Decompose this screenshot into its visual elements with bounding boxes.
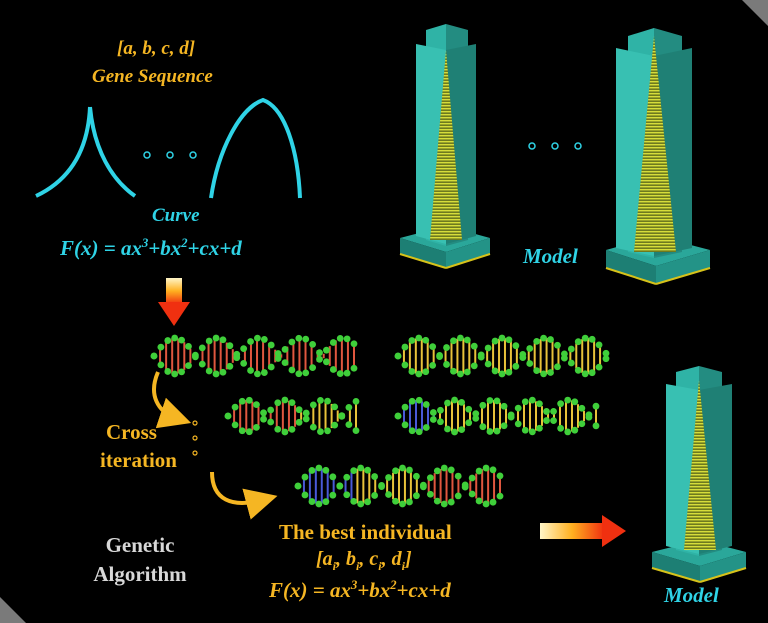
ellipsis-dots-curves <box>143 151 197 159</box>
gene-sequence-label: Gene Sequence <box>92 66 213 87</box>
curve-label: Curve <box>152 205 200 226</box>
model-label-top: Model <box>523 244 578 268</box>
curve-formula: F(x) = ax3+bx2+cx+d <box>60 236 242 260</box>
dna-helix-best <box>294 464 504 508</box>
arrow-down-icon <box>158 278 190 326</box>
dna-helix-4 <box>394 396 600 436</box>
cross-label: Cross <box>106 420 157 444</box>
curved-arrow-iteration-icon <box>210 471 278 520</box>
ellipsis-dots-iteration <box>192 420 198 456</box>
tower-model-1 <box>399 24 491 269</box>
dna-helix-1 <box>150 334 358 378</box>
dna-helix-2 <box>394 334 610 378</box>
best-vector-label: [ai, bi, ci, di] <box>316 548 412 573</box>
curved-arrow-cross-icon <box>152 371 192 429</box>
best-individual-label: The best individual <box>279 520 452 544</box>
corner-fold-top-right <box>742 0 768 26</box>
tower-model-result <box>651 366 747 583</box>
genetic-label: Genetic <box>105 533 175 557</box>
gene-vector-label: [a, b, c, d] <box>117 38 196 59</box>
algorithm-label: Algorithm <box>93 562 187 586</box>
iteration-label: iteration <box>100 448 177 472</box>
tower-model-2 <box>605 28 711 285</box>
ellipsis-dots-models <box>528 142 582 150</box>
corner-fold-bottom-left <box>0 597 26 623</box>
best-formula: F(x) = ax3+bx2+cx+d <box>269 578 451 602</box>
model-label-bottom: Model <box>664 583 719 607</box>
curve-concave <box>35 106 137 198</box>
arrow-right-icon <box>540 515 626 547</box>
dna-helix-3 <box>224 396 360 436</box>
curve-convex <box>209 97 302 199</box>
